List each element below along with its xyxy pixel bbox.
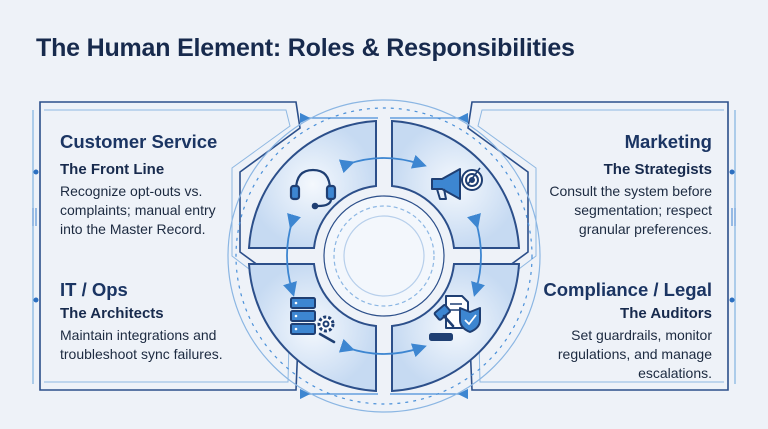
role-subtitle-strategists: The Strategists [603, 161, 712, 178]
role-subtitle-architects: The Architects [60, 305, 164, 322]
center-hub [323, 195, 445, 317]
server-gear-icon [290, 297, 336, 344]
quadrant-top-left [247, 119, 377, 249]
headset-icon [289, 168, 337, 210]
role-name-compliance-legal: Compliance / Legal [543, 279, 712, 300]
outer-ring [227, 99, 541, 413]
role-description-marketing: Consult the system before segmentation; … [549, 183, 712, 237]
role-name-marketing: Marketing [624, 131, 712, 152]
role-name-customer-service: Customer Service [60, 131, 218, 152]
role-name-it-ops: IT / Ops [60, 279, 128, 300]
top-connectors [299, 112, 469, 400]
gavel-shield-icon [429, 295, 481, 341]
role-description-compliance-legal: Set guardrails, monitor regulations, and… [557, 327, 712, 381]
role-subtitle-front-line: The Front Line [60, 161, 165, 178]
page-title: The Human Element: Roles & Responsibilit… [36, 34, 575, 62]
megaphone-target-icon [431, 167, 483, 200]
role-description-customer-service: Recognize opt-outs vs. complaints; manua… [60, 183, 216, 237]
role-description-it-ops: Maintain integrations and troubleshoot s… [60, 327, 223, 362]
flow-arrows [283, 154, 485, 358]
frame-decorations [32, 169, 736, 303]
role-subtitle-auditors: The Auditors [620, 305, 712, 322]
